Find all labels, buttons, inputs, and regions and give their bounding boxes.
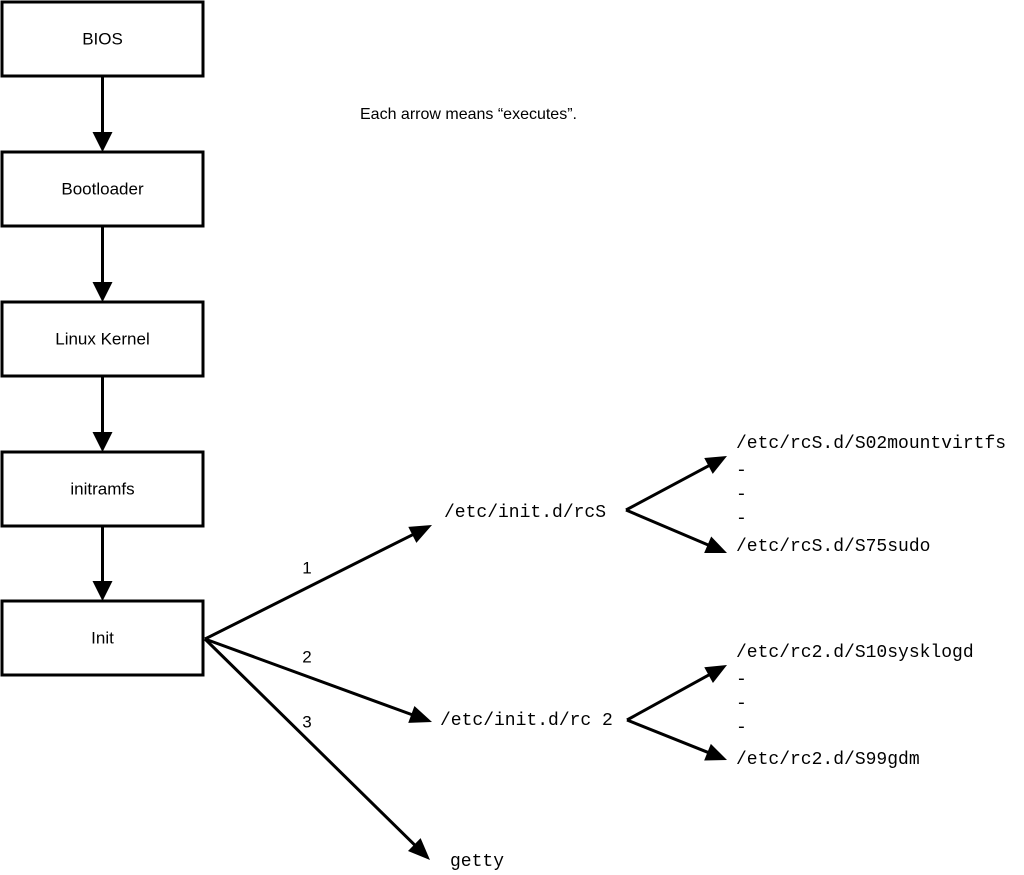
script-ellipsis-dash: - <box>736 509 747 529</box>
boot-stage-label: Linux Kernel <box>55 329 150 348</box>
init-branch-line <box>204 637 418 718</box>
boot-stage-box[interactable]: BIOS <box>0 0 205 78</box>
script-ellipsis-dash: - <box>736 461 747 481</box>
script-ellipsis-dash: - <box>736 670 747 690</box>
init-branch-target-label: /etc/init.d/rc 2 <box>440 711 613 731</box>
boot-chain-arrow-head <box>92 132 113 152</box>
init-branch-line <box>204 530 419 641</box>
script-fork-arrow-head <box>704 456 727 474</box>
box-outline <box>0 300 205 378</box>
legend-note: Each arrow means “executes”. <box>360 106 577 123</box>
box-outline <box>0 599 205 677</box>
init-branch-arrow-head <box>408 525 432 543</box>
init-branch: 3 getty <box>203 637 504 872</box>
boot-stage-label: initramfs <box>70 479 134 498</box>
init-branch-number: 1 <box>302 558 311 577</box>
init-branch-number: 2 <box>302 647 311 666</box>
script-last-label: /etc/rcS.d/S75sudo <box>736 537 930 557</box>
boot-chain-arrow-head <box>92 282 113 302</box>
init-branch: 1/etc/init.d/rcS <box>204 503 606 641</box>
init-branch-arrow-head <box>408 705 432 723</box>
init-branch-arrow-head <box>407 838 430 860</box>
script-first-label: /etc/rcS.d/S02mountvirtfs <box>736 434 1006 454</box>
boot-chain-arrow-head <box>92 581 113 601</box>
boot-stage-label: BIOS <box>82 29 123 48</box>
boot-stage-box[interactable]: Bootloader <box>0 150 205 228</box>
init-branch-target-label: /etc/init.d/rcS <box>444 503 606 523</box>
init-branch-line <box>203 637 420 850</box>
script-first-label: /etc/rc2.d/S10sysklogd <box>736 643 974 663</box>
boot-stage-box[interactable]: Linux Kernel <box>0 300 205 378</box>
boot-stage-label: Init <box>91 628 114 647</box>
boot-stage-box[interactable]: Init <box>0 599 205 677</box>
script-fork-group: /etc/rc2.d/S10sysklogd/etc/rc2.d/S99gdm -… <box>626 643 974 770</box>
script-last-label: /etc/rc2.d/S99gdm <box>736 750 920 770</box>
script-ellipsis-dash: - <box>736 718 747 738</box>
script-ellipsis-dash: - <box>736 485 747 505</box>
script-fork-arrow-head <box>704 665 727 684</box>
boot-chain-arrow-head <box>92 432 113 452</box>
init-branch-target-label: getty <box>450 852 504 872</box>
script-fork-line <box>625 461 715 512</box>
boot-stage-box[interactable]: initramfs <box>0 450 205 528</box>
script-fork-layer: /etc/rcS.d/S02mountvirtfs/etc/rcS.d/S75s… <box>625 434 1006 770</box>
boot-chain-arrows <box>92 76 113 601</box>
init-branch-number: 3 <box>302 712 311 731</box>
script-fork-line <box>625 508 714 549</box>
script-fork-line <box>626 670 715 722</box>
script-fork-group: /etc/rcS.d/S02mountvirtfs/etc/rcS.d/S75s… <box>625 434 1006 557</box>
script-fork-arrow-head <box>704 536 727 554</box>
box-outline <box>0 0 205 78</box>
script-fork-arrow-head <box>704 743 727 761</box>
boot-stage-label: Bootloader <box>61 179 144 198</box>
script-fork-line <box>626 718 714 756</box>
init-branch: 2/etc/init.d/rc 2 <box>204 637 613 731</box>
script-ellipsis-dash: - <box>736 694 747 714</box>
